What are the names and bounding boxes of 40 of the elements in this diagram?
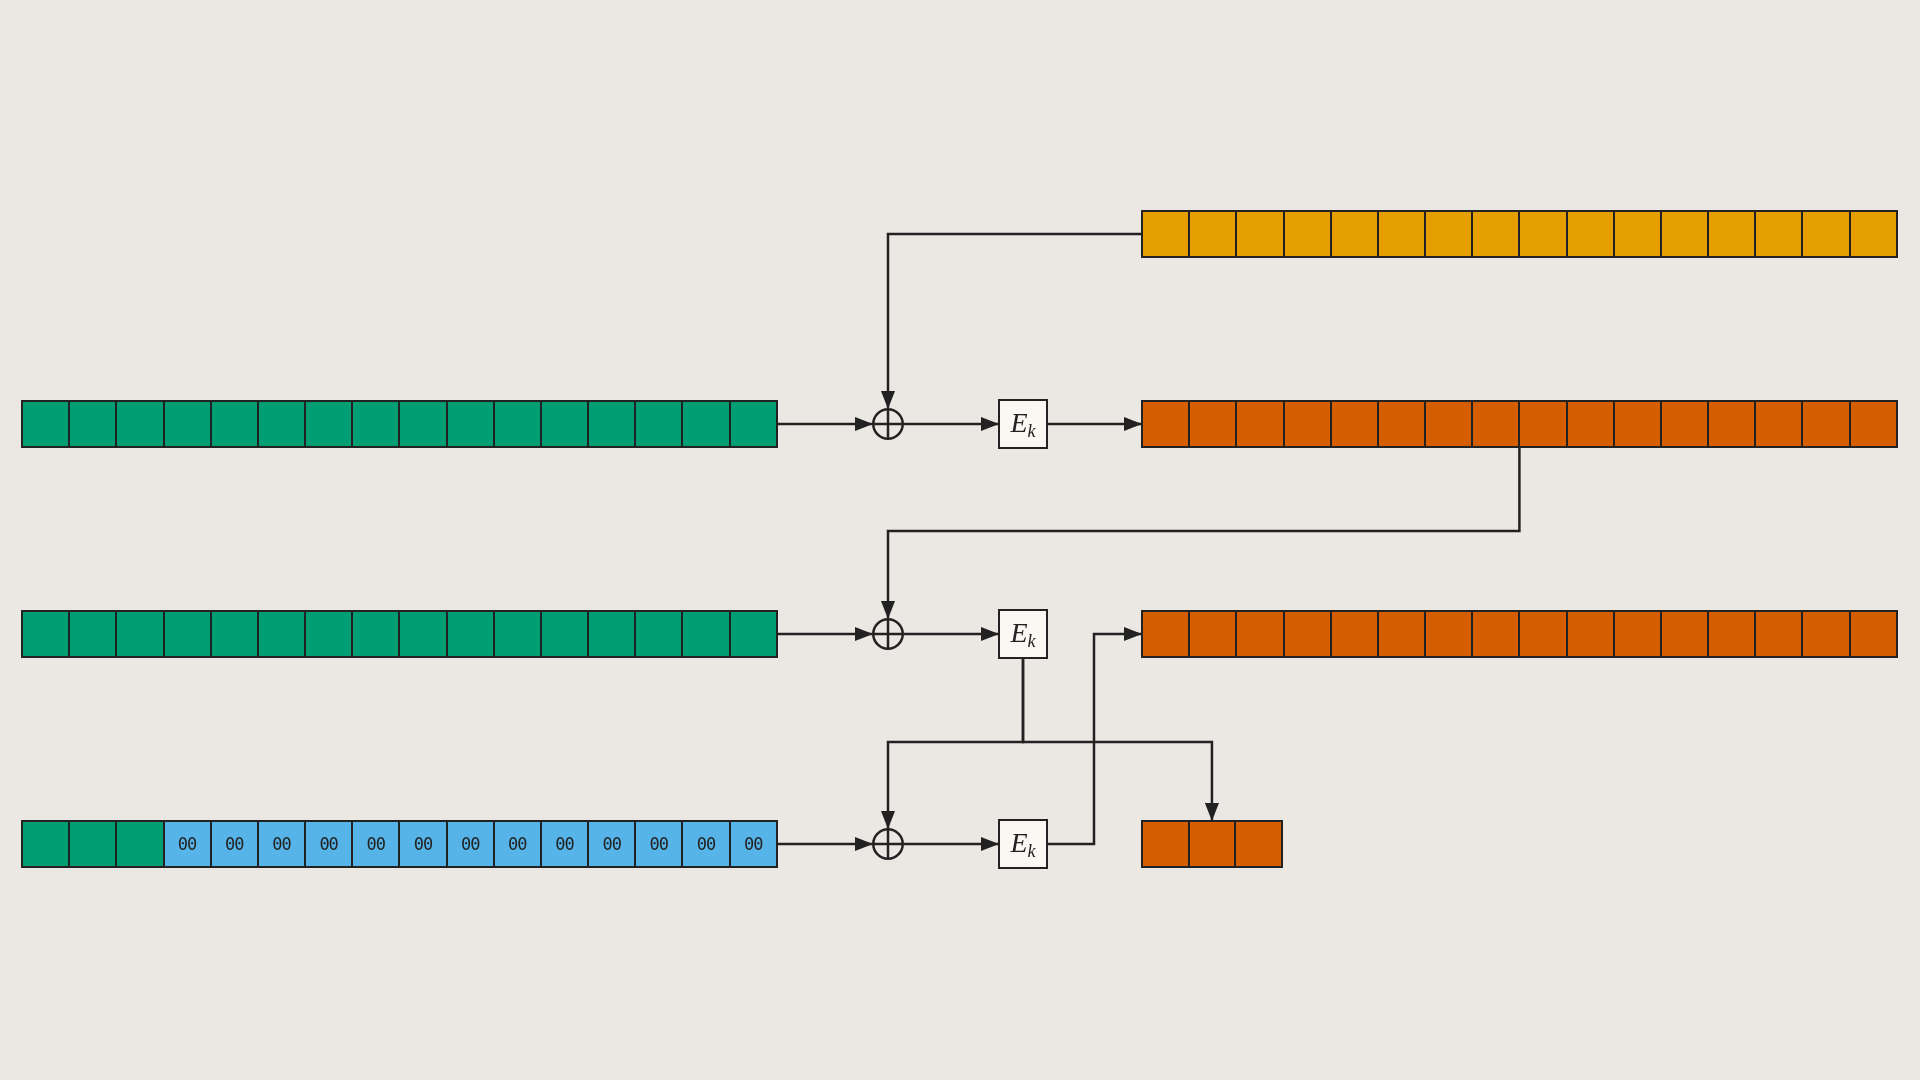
block-bar xyxy=(1141,400,1898,448)
padding-byte-cell: 00 xyxy=(587,822,635,866)
xor-symbol xyxy=(872,408,904,440)
arrow xyxy=(777,627,873,641)
padding-byte-cell: 00 xyxy=(162,822,210,866)
padding-byte-cell: 00 xyxy=(681,822,729,866)
cipher-box xyxy=(998,819,1048,869)
arrow xyxy=(1021,659,1219,821)
padding-byte-cell: 00 xyxy=(398,822,446,866)
cipher-label: E$_{k}$ xyxy=(1010,826,1036,862)
block-bar xyxy=(1141,610,1898,658)
xor-symbol xyxy=(872,618,904,650)
padding-byte-cell: 00 xyxy=(209,822,257,866)
arrow xyxy=(881,448,1521,619)
block-bar xyxy=(21,610,778,658)
arrow xyxy=(904,837,999,851)
padding-byte-cell: 00 xyxy=(539,822,588,866)
cipher-label: E$_{k}$ xyxy=(1010,616,1036,652)
padding-byte-cell: 00 xyxy=(634,822,682,866)
padding-byte-cell: 00 xyxy=(351,822,399,866)
arrow xyxy=(1048,417,1142,431)
block-bar xyxy=(21,400,778,448)
arrow xyxy=(881,232,1141,409)
cipher-label: E$_{k}$ xyxy=(1010,406,1036,442)
arrow xyxy=(1048,627,1142,846)
padding-byte-cell: 00 xyxy=(728,822,776,866)
padding-byte-cell: 00 xyxy=(256,822,305,866)
cipher-box xyxy=(998,609,1048,659)
block-bar xyxy=(1141,820,1283,868)
block-bar xyxy=(21,820,778,868)
arrow xyxy=(904,417,999,431)
padding-byte-cell: 00 xyxy=(445,822,493,866)
arrow xyxy=(777,417,873,431)
xor-symbol xyxy=(872,828,904,860)
cipher-box xyxy=(998,399,1048,449)
arrow xyxy=(777,837,873,851)
padding-byte-cell: 00 xyxy=(304,822,352,866)
padding-byte-cell: 00 xyxy=(492,822,540,866)
arrow xyxy=(904,627,999,641)
block-bar xyxy=(1141,210,1898,258)
